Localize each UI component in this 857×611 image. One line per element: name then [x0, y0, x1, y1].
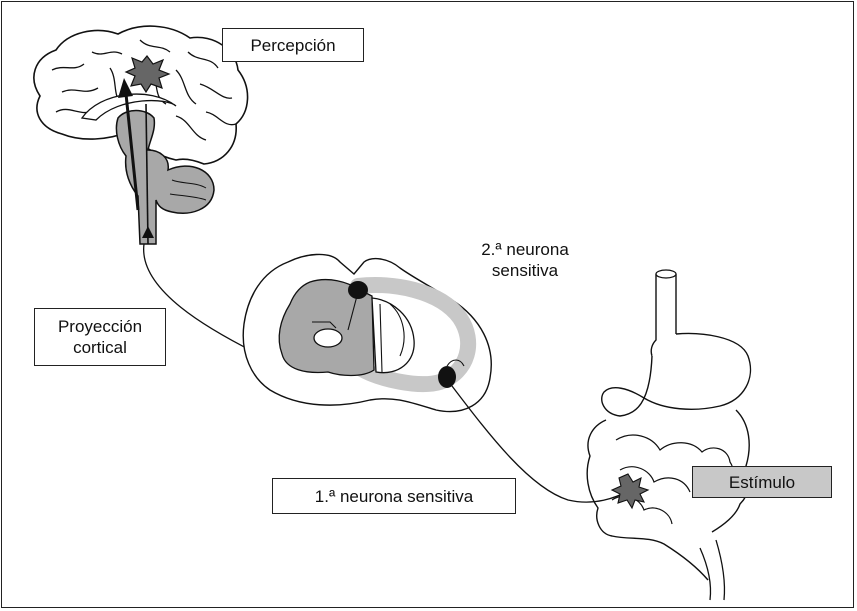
- proyeccion-line1: Proyección: [58, 316, 142, 337]
- second-neuron-body: [348, 281, 368, 299]
- central-canal: [314, 329, 342, 347]
- label-primera-neurona: 1.ª neurona sensitiva: [272, 478, 516, 514]
- proyeccion-line2: cortical: [73, 337, 127, 358]
- brain-illustration: [34, 26, 248, 244]
- digestive-tract-illustration: [587, 270, 750, 600]
- label-percepcion: Percepción: [222, 28, 364, 62]
- segunda-neurona-line1: 2.ª neurona: [481, 239, 569, 260]
- estimulo-text: Estímulo: [729, 472, 795, 493]
- rectum: [700, 540, 725, 600]
- segunda-neurona-line2: sensitiva: [492, 260, 558, 281]
- label-proyeccion-cortical: Proyección cortical: [34, 308, 166, 366]
- first-neuron-body: [438, 366, 456, 388]
- label-estimulo: Estímulo: [692, 466, 832, 498]
- percepcion-text: Percepción: [250, 35, 335, 56]
- primera-neurona-text: 1.ª neurona sensitiva: [315, 486, 473, 507]
- label-segunda-neurona: 2.ª neurona sensitiva: [450, 234, 600, 286]
- esophagus-top: [656, 270, 676, 278]
- stimulus-star-icon: [612, 474, 648, 508]
- stomach: [602, 334, 751, 416]
